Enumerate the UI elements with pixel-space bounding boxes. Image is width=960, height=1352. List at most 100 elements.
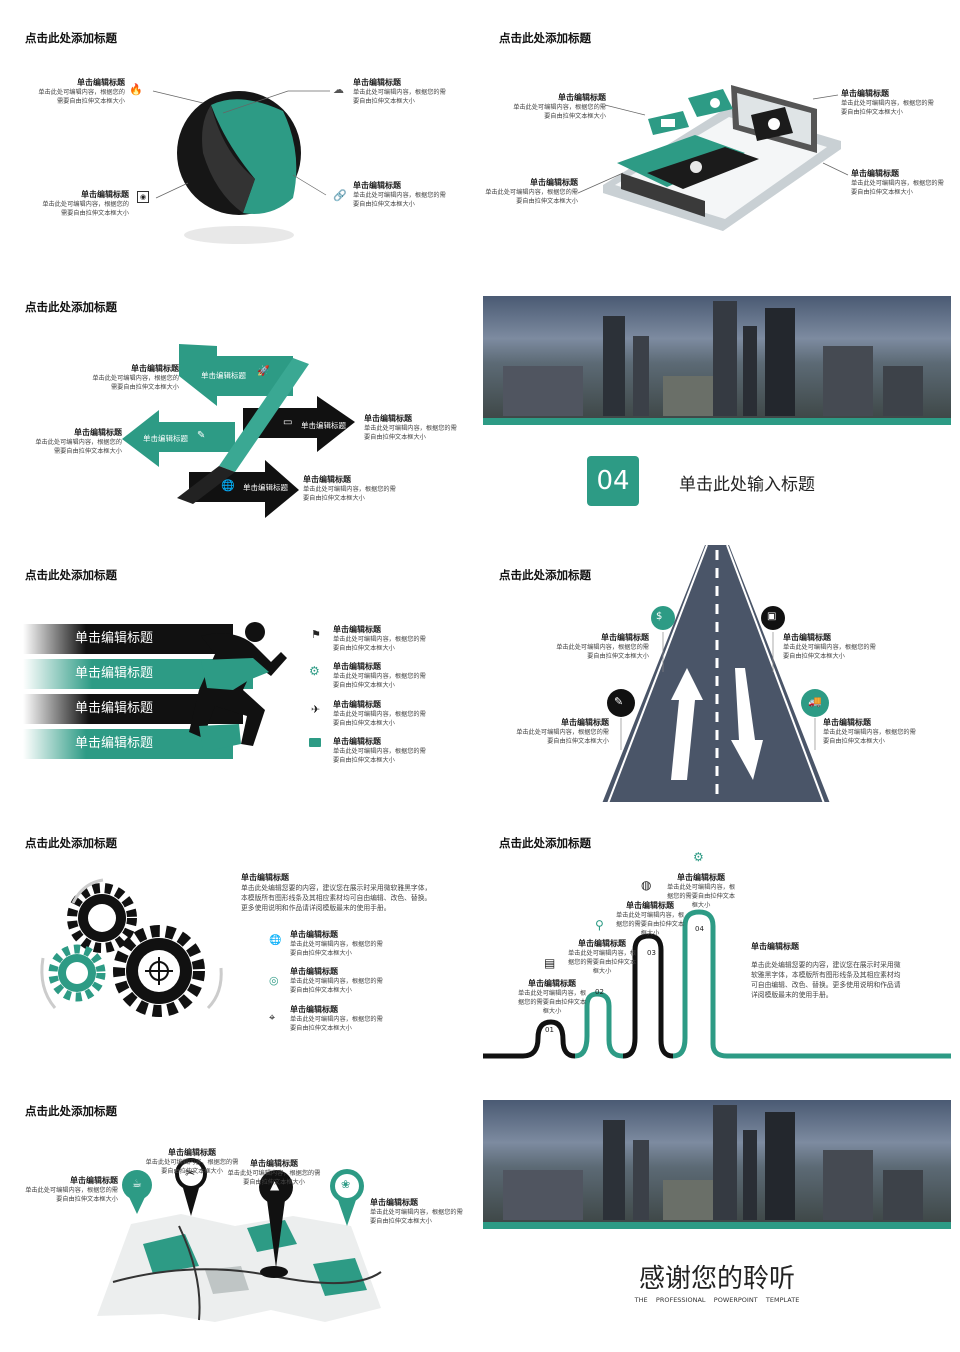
section-title: 单击此处输入标题 [679,475,815,495]
closing-title: 感谢您的聆听 [638,1264,795,1294]
arrow-label: 单击编辑标题 [243,483,288,492]
slide-5: 点击此处添加标题 单击编辑标题 单击编辑标题 单击编辑标题 单击编辑标题 ⚑ ⚙… [3,540,477,802]
globe-icon: 🌐 [221,479,235,492]
slide-title: 点击此处添加标题 [25,31,117,45]
step-label: 01 [545,1026,554,1034]
info-box: 单击编辑标题 单击此处可编辑内容，根据您的需要自由拉伸文本框大小 [333,700,426,727]
rocket-icon: 🚀 [257,366,270,377]
info-box: 单击编辑标题 单击此处可编辑内容，根据您的需要自由拉伸文本框大小 [290,1005,383,1032]
city-photo [483,296,951,418]
map-graphic [97,1158,382,1322]
arrow-label: 单击编辑标题 [201,371,246,380]
info-box: 单击编辑标题 单击此处可编辑内容，根据您的需要自由拉伸文本框大小 [290,967,383,994]
band-label: 单击编辑标题 [75,701,154,716]
info-box: 单击编辑标题 单击此处可编辑内容，根据您的需要自由拉伸文本框大小 [333,625,426,652]
tray-icon: ▣ [767,611,777,622]
step-label: 02 [595,988,604,996]
flag-icon: ⚑ [311,628,321,641]
info-box: 单击编辑标题 单击此处可编辑内容，根据您的需要自由拉伸文本框大小 [333,662,426,689]
info-box: 单击编辑标题 单击此处可编辑内容，根据您的需要自由拉伸文本框大小 [353,181,446,208]
accent-bar [483,418,951,425]
globe-icon: 🌐 [269,935,282,946]
search-icon: ⚲ [595,918,604,932]
info-box: 单击编辑标题 单击此处可编辑内容，根据您的需要自由拉伸文本框大小 [851,169,944,196]
info-box: 单击编辑标题 单击此处可编辑内容，根据您的需要自由拉伸文本框大小 [516,718,609,745]
target-icon: ◎ [269,974,279,987]
info-box: 单击编辑标题 单击此处可编辑内容，根据您的需要自由拉伸文本框大小 [25,1176,118,1203]
info-box: 单击编辑标题 单击此处可编辑内容，根据您的需要自由拉伸文本框大小 [145,1148,239,1175]
info-box: 单击编辑标题 单击此处可编辑内容，根据您的需要自由拉伸文本框大小 [370,1198,463,1225]
main-text: 单击编辑标题 单击此处编辑您要的内容，建议您在展示时采用微软雅黑字体，本模版所有… [751,942,901,999]
crosshair-icon: ⌖ [269,1011,276,1024]
slide-6: 点击此处添加标题 $ ▣ ✎ 🚚 单击编辑标题 单击此处可编辑内容，根据您的需要… [483,540,957,802]
gears-icon: ⚙ [693,850,704,864]
info-box: 单击编辑标题 单击此处可编辑内容，根据您的需要自由拉伸文本框大小 [92,364,179,391]
slide-title: 点击此处添加标题 [499,836,591,850]
slide-1: 点击此处添加标题 🔥 ☁ ◉ 🔗 单击编辑标题 单击此处可编辑内容，根据您的需要… [3,3,477,265]
accent-bar [483,1222,951,1229]
phone-graphic [577,85,849,231]
tree-icon: ▲ [270,1178,280,1192]
info-box: 单击编辑标题 单击此处可编辑内容，根据您的需要自由拉伸文本框大小 [556,633,649,660]
band-label: 单击编辑标题 [75,631,154,646]
arrow-label: 单击编辑标题 [301,421,346,430]
slide-3: 点击此处添加标题 单击编辑标题 单击编辑标题 单击编辑标题 单击编辑标题 🚀 ✎… [3,272,477,534]
city-photo [483,1100,951,1222]
arrow-label: 单击编辑标题 [143,434,188,443]
info-box: 单击编辑标题 单击此处可编辑内容，根据您的需要自由拉伸文本框大小 [783,633,876,660]
info-box: 单击编辑标题 单击此处可编辑内容，根据您的需要自由拉伸文本框大小 [42,190,129,217]
scissors-icon: ✂ [185,1166,196,1180]
gears-icon: ⚙ [309,664,320,678]
truck-icon: 🚚 [808,695,822,708]
info-box: 单击编辑标题 单击此处可编辑内容，根据您的需要自由拉伸文本框大小 [333,737,426,764]
monitor-icon: ▭ [283,417,293,428]
cup-icon: ☕ [132,1177,142,1190]
edit-icon: ✎ [614,695,624,708]
info-box: 单击编辑标题 单击此处可编辑内容，根据您的需要自由拉伸文本框大小 [38,78,125,105]
info-box: 单击编辑标题 单击此处可编辑内容，根据您的需要自由拉伸文本框大小 [823,718,916,745]
info-box: 单击编辑标题 单击此处可编辑内容，根据您的需要自由拉伸文本框大小 [666,873,736,909]
money-icon: $ [656,611,663,622]
info-box: 单击编辑标题 单击此处可编辑内容，根据您的需要自由拉伸文本框大小 [485,178,578,205]
info-box: 单击编辑标题 单击此处可编辑内容，根据您的需要自由拉伸文本框大小 [513,93,606,120]
info-box: 单击编辑标题 单击此处可编辑内容，根据您的需要自由拉伸文本框大小 [290,930,383,957]
slide-8: 点击此处添加标题 01 02 03 04 ▤ ⚲ ◍ ⚙ 单击编辑标题 单击此处… [483,808,957,1070]
slide-title: 点击此处添加标题 [25,568,117,582]
slide-2: 点击此处添加标题 单击编辑标题 单击此处可编辑内容，根据您的需要自由拉伸文本框大… [483,3,957,265]
paw-icon: ❀ [341,1178,351,1191]
info-box: 单击编辑标题 单击此处可编辑内容，根据您的需要自由拉伸文本框大小 [567,939,637,975]
document-icon: ▤ [544,956,556,970]
slide-title: 点击此处添加标题 [25,300,117,314]
section-number-badge: 04 [587,456,639,506]
main-text: 单击编辑标题 单击此处编辑您要的内容，建议您在展示时采用微软雅黑字体，本模版所有… [241,873,432,912]
info-box: 单击编辑标题 单击此处可编辑内容，根据您的需要自由拉伸文本框大小 [227,1159,321,1186]
airplane-icon: ✈ [311,703,321,716]
palette-icon: ◍ [641,878,652,892]
info-box: 单击编辑标题 单击此处可编辑内容，根据您的需要自由拉伸文本框大小 [353,78,446,105]
band-label: 单击编辑标题 [75,736,154,751]
link-icon: 🔗 [333,189,347,202]
slide-title: 点击此处添加标题 [25,1104,117,1118]
pencil-icon: ✎ [197,430,206,441]
info-box: 单击编辑标题 单击此处可编辑内容，根据您的需要自由拉伸文本框大小 [364,414,457,441]
safe-icon: ◉ [137,191,149,203]
stair-path-graphic [483,909,951,1059]
slide-7: 点击此处添加标题 🌐 ◎ ⌖ 单击编辑标题 单击此处编辑您要的内容，建议您在展示… [3,808,477,1070]
info-box: 单击编辑标题 单击此处可编辑内容，根据您的需要自由拉伸文本框大小 [303,475,396,502]
slide-title: 点击此处添加标题 [499,568,591,582]
step-label: 04 [695,925,704,933]
suitcase-icon [309,738,321,747]
slide-4: 04 单击此处输入标题 [483,272,957,534]
slide-title: 点击此处添加标题 [25,836,117,850]
info-box: 单击编辑标题 单击此处可编辑内容，根据您的需要自由拉伸文本框大小 [35,428,122,455]
band [23,624,233,654]
sphere-graphic [152,90,330,244]
step-label: 03 [647,949,656,957]
info-box: 单击编辑标题 单击此处可编辑内容，根据您的需要自由拉伸文本框大小 [615,901,685,937]
road-graphic [602,544,830,802]
info-box: 单击编辑标题 单击此处可编辑内容，根据您的需要自由拉伸文本框大小 [517,979,587,1015]
runner-silhouette [189,622,287,752]
arrows-graphic [122,344,355,518]
cloud-icon: ☁ [333,83,344,96]
closing-subtitle: THE PROFESSIONAL POWERPOINT TEMPLATE [634,1296,800,1304]
